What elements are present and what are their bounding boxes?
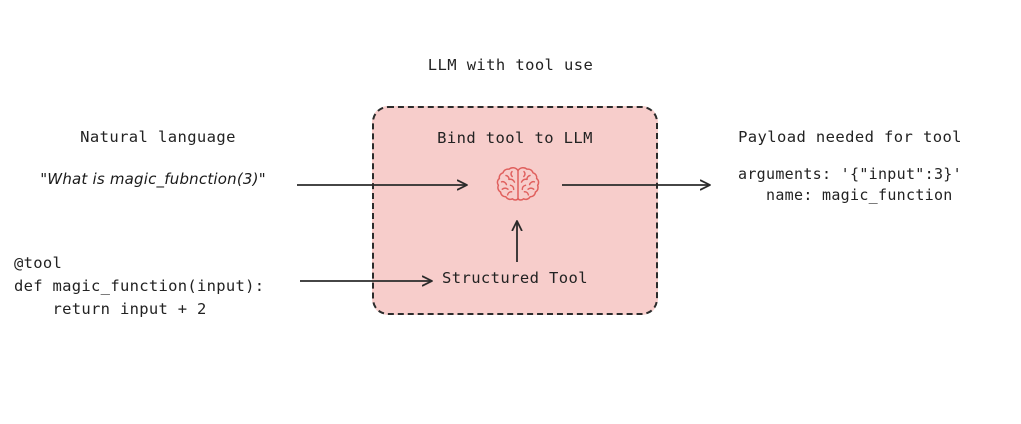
payload-text: arguments: '{"input":3}' name: magic_fun… bbox=[738, 165, 962, 204]
payload-heading: Payload needed for tool bbox=[738, 128, 962, 146]
diagram-title: LLM with tool use bbox=[427, 56, 594, 74]
tool-code-snippet: @tool def magic_function(input): return … bbox=[14, 254, 265, 318]
bind-tool-to-llm-label: Bind tool to LLM bbox=[437, 129, 593, 147]
user-question-text: "What is magic_fubnction(3)" bbox=[40, 170, 266, 188]
structured-tool-label: Structured Tool bbox=[442, 269, 588, 287]
brain-icon bbox=[494, 163, 542, 207]
natural-language-heading: Natural language bbox=[80, 128, 236, 146]
